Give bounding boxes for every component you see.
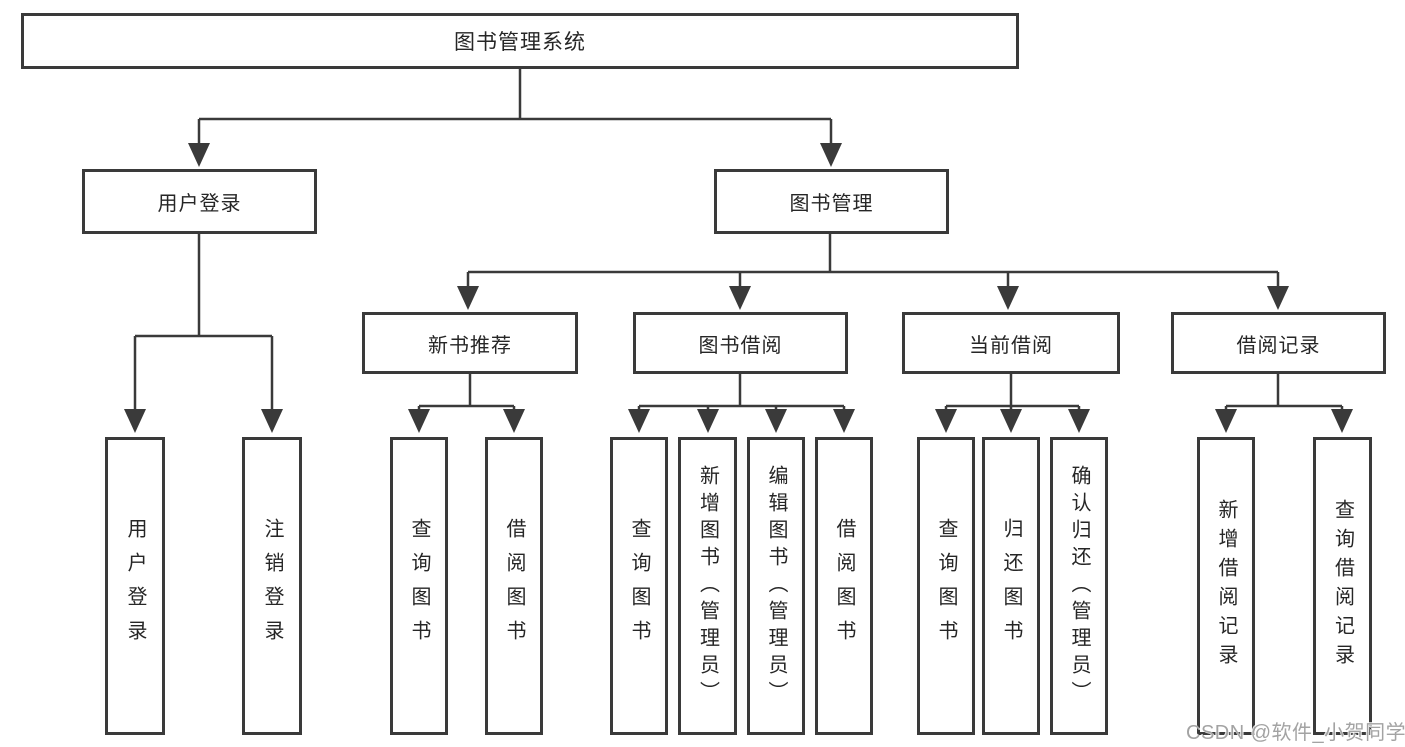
arrow-head bbox=[503, 409, 525, 433]
arrow-head bbox=[1267, 286, 1289, 310]
leaf-logout: 注销登录 bbox=[242, 437, 302, 735]
leaf-user-login: 用户登录 bbox=[105, 437, 165, 735]
node-current-borrow: 当前借阅 bbox=[902, 312, 1120, 374]
leaf-query-books-recommend: 查询图书 bbox=[390, 437, 448, 735]
node-user-login: 用户登录 bbox=[82, 169, 317, 234]
csdn-watermark: CSDN @软件_小贺同学 bbox=[1186, 722, 1405, 744]
leaf-edit-book-admin: 编辑图书（管理员） bbox=[747, 437, 805, 735]
leaf-query-books-borrow: 查询图书 bbox=[610, 437, 668, 735]
leaf-add-borrow-record: 新增借阅记录 bbox=[1197, 437, 1255, 735]
leaf-borrow-books: 借阅图书 bbox=[815, 437, 873, 735]
arrow-head bbox=[1000, 409, 1022, 433]
arrow-head bbox=[628, 409, 650, 433]
node-book-management: 图书管理 bbox=[714, 169, 949, 234]
arrow-head bbox=[697, 409, 719, 433]
node-library-system: 图书管理系统 bbox=[21, 13, 1019, 69]
branch-root bbox=[199, 69, 831, 121]
arrow-head bbox=[820, 143, 842, 167]
arrow-head bbox=[1068, 409, 1090, 433]
arrow-head bbox=[833, 409, 855, 433]
leaf-add-book-admin: 新增图书（管理员） bbox=[678, 437, 737, 735]
arrow-head bbox=[1331, 409, 1353, 433]
arrow-head bbox=[261, 409, 283, 433]
arrow-head bbox=[997, 286, 1019, 310]
branch-book-management bbox=[468, 234, 1278, 274]
arrow-head bbox=[457, 286, 479, 310]
arrow-head bbox=[408, 409, 430, 433]
leaf-confirm-return-admin: 确认归还（管理员） bbox=[1050, 437, 1108, 735]
leaf-query-borrow-record: 查询借阅记录 bbox=[1313, 437, 1372, 735]
branch-current-borrow bbox=[946, 374, 1079, 408]
arrow-head bbox=[729, 286, 751, 310]
branch-new-book-recommend bbox=[419, 374, 514, 408]
arrow-head bbox=[765, 409, 787, 433]
arrow-heads bbox=[124, 143, 1353, 433]
arrow-head bbox=[1215, 409, 1237, 433]
arrow-head bbox=[188, 143, 210, 167]
branch-borrow-records bbox=[1226, 374, 1342, 408]
node-book-borrow: 图书借阅 bbox=[633, 312, 848, 374]
branch-book-borrow bbox=[639, 374, 844, 408]
node-borrow-records: 借阅记录 bbox=[1171, 312, 1386, 374]
branch-user-login bbox=[135, 234, 272, 338]
arrow-head bbox=[124, 409, 146, 433]
arrow-head bbox=[935, 409, 957, 433]
leaf-query-books-current: 查询图书 bbox=[917, 437, 975, 735]
node-new-book-recommend: 新书推荐 bbox=[362, 312, 578, 374]
leaf-return-book: 归还图书 bbox=[982, 437, 1040, 735]
leaf-borrow-books-recommend: 借阅图书 bbox=[485, 437, 543, 735]
